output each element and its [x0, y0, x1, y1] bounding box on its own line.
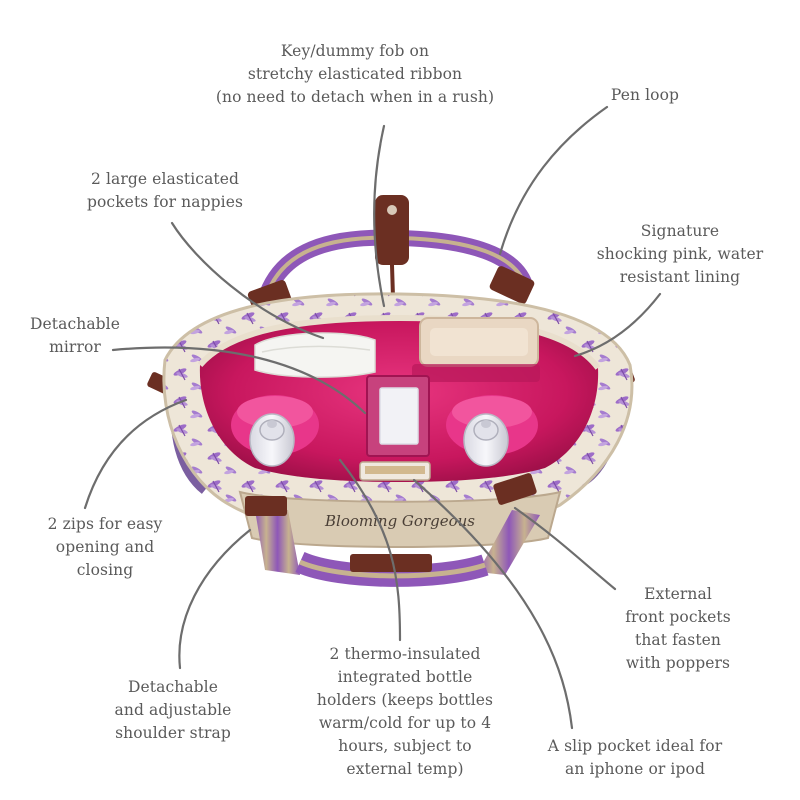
mirror [366, 375, 430, 457]
front-panel: Blooming Gorgeous [238, 490, 562, 548]
bottle-holder-left [231, 395, 319, 467]
nappies [254, 332, 376, 378]
callout-key-fob: Key/dummy fob on stretchy elasticated ri… [215, 42, 495, 106]
callout-zips: 2 zips for easy opening and closing [47, 515, 163, 579]
leader-pen-loop [498, 105, 609, 256]
brand-text: Blooming Gorgeous [324, 512, 475, 530]
leader-lining [573, 292, 662, 358]
wipes-pack [412, 317, 540, 382]
callout-mirror: Detachable mirror [29, 315, 121, 356]
leader-mirror [111, 346, 367, 415]
callout-strap: Detachable and adjustable shoulder strap [114, 678, 232, 742]
bottle-holder-right [446, 395, 538, 467]
leader-slip-pocket [412, 478, 574, 730]
callout-elastic-pockets: 2 large elasticated pockets for nappies [86, 170, 244, 211]
callout-bottle-holders: 2 thermo-insulated integrated bottle hol… [316, 645, 494, 778]
leader-bottle-holders [338, 458, 402, 642]
leader-strap [178, 528, 252, 670]
leader-elastic-pockets [170, 221, 325, 340]
leader-lines [83, 105, 662, 730]
slip-pocket-items [359, 461, 431, 481]
leader-key-fob [373, 124, 386, 308]
callout-front-pockets: External front pockets that fasten with … [625, 585, 731, 672]
leader-front-pockets [513, 506, 617, 591]
leader-zips [83, 398, 188, 510]
callout-slip-pocket: A slip pocket ideal for an iphone or ipo… [547, 737, 723, 778]
callout-pen-loop: Pen loop [610, 86, 680, 104]
callout-lining: Signature shocking pink, water resistant… [596, 222, 764, 286]
